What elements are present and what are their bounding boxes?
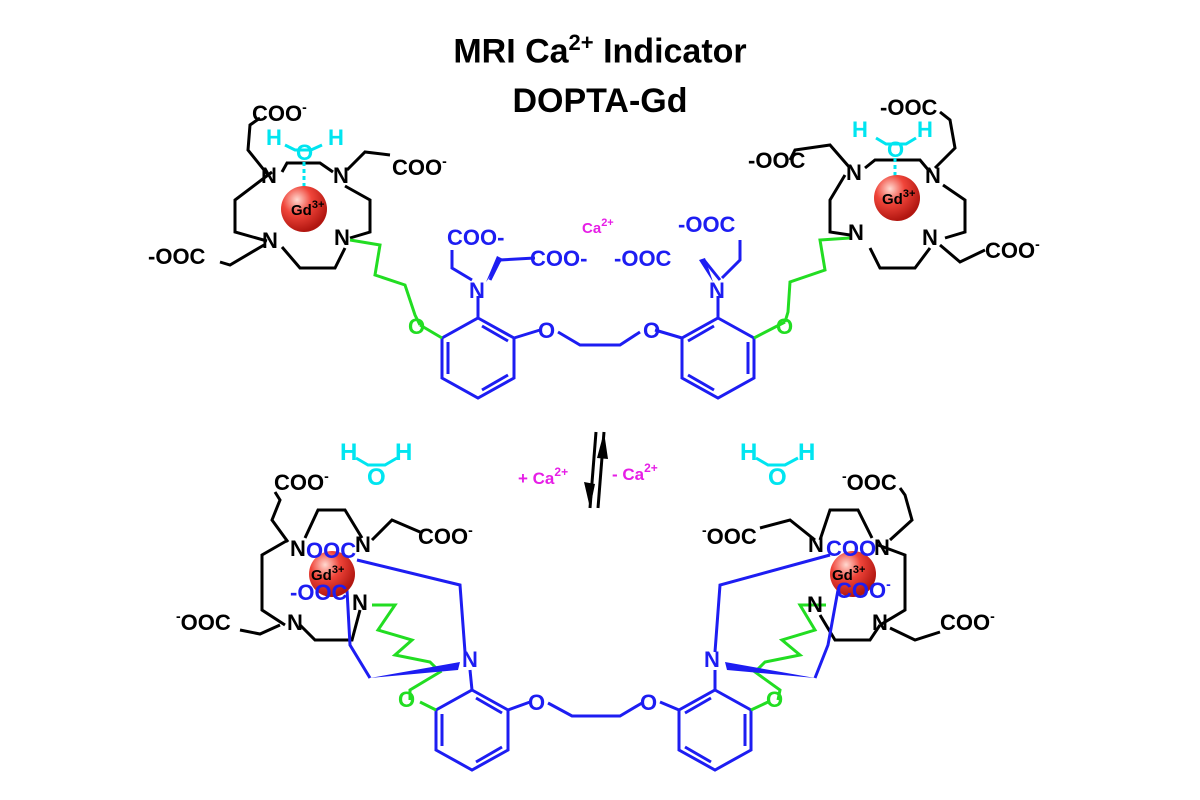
svg-text:N: N — [874, 535, 890, 560]
svg-text:O: O — [887, 137, 904, 162]
svg-text:H: H — [740, 439, 757, 466]
svg-text:N: N — [290, 536, 306, 561]
svg-text:N: N — [709, 278, 725, 303]
svg-text:N: N — [807, 592, 823, 617]
free-water-left: H O H — [340, 439, 412, 491]
svg-text:O: O — [367, 464, 386, 491]
svg-text:O: O — [768, 464, 787, 491]
svg-text:O: O — [528, 690, 545, 715]
svg-text:N: N — [469, 278, 485, 303]
svg-text:COO-: COO- — [447, 225, 504, 250]
top-right-dota-gd: Gd3+ N N N N O H H -OOC -OOC COO- — [748, 95, 1040, 323]
svg-text:N: N — [287, 610, 303, 635]
svg-text:COO-: COO- — [940, 608, 995, 635]
svg-text:H: H — [798, 439, 815, 466]
svg-text:N: N — [352, 590, 368, 615]
svg-text:N: N — [333, 163, 349, 188]
top-left-dota-gd: Gd3+ N N N N O H H COO- COO- -OOC — [148, 99, 447, 326]
equilibrium: + Ca2+ - Ca2+ H O H H O H — [340, 431, 815, 509]
gd-sphere-icon — [281, 186, 327, 232]
svg-text:COO-: COO- — [392, 153, 447, 180]
svg-text:H: H — [340, 439, 357, 466]
svg-text:-OOC: -OOC — [148, 244, 206, 269]
svg-text:H: H — [917, 117, 933, 142]
svg-text:-OOC: -OOC — [880, 95, 938, 120]
svg-text:O: O — [643, 318, 660, 343]
svg-text:N: N — [261, 163, 277, 188]
title-line-2: DOPTA-Gd — [512, 82, 688, 120]
top-structure: Gd3+ N N N N O H H COO- COO- -OOC — [148, 95, 1040, 400]
svg-text:N: N — [334, 225, 350, 250]
gd-sphere-icon — [309, 551, 355, 597]
svg-text:N: N — [846, 160, 862, 185]
svg-text:-OOC: -OOC — [290, 580, 348, 605]
top-bapta-core: N N O O O O COO- COO- -OOC -OOC Ca2+ — [408, 212, 793, 400]
svg-text:N: N — [704, 647, 720, 672]
svg-text:COO: COO — [826, 536, 876, 561]
free-water-right: H O H — [740, 439, 815, 491]
svg-text:N: N — [872, 610, 888, 635]
svg-text:O: O — [408, 314, 425, 339]
svg-text:COO-: COO- — [985, 236, 1040, 263]
svg-text:O: O — [640, 690, 657, 715]
svg-text:COO-: COO- — [274, 468, 329, 495]
svg-text:N: N — [848, 220, 864, 245]
svg-text:COO-: COO- — [252, 99, 307, 126]
svg-text:- Ca2+: - Ca2+ — [612, 461, 658, 484]
svg-text:COO-: COO- — [836, 576, 891, 603]
svg-text:N: N — [922, 225, 938, 250]
svg-text:O: O — [538, 318, 555, 343]
bottom-left-dota-gd: Gd3+ N N N N OOC -OOC COO- COO- -OOC — [176, 468, 473, 700]
svg-text:N: N — [462, 647, 478, 672]
svg-text:-OOC: -OOC — [678, 212, 736, 237]
svg-text:-OOC: -OOC — [176, 608, 231, 635]
svg-text:Gd3+: Gd3+ — [291, 199, 324, 219]
gd-sphere-icon — [874, 175, 920, 221]
svg-text:Gd3+: Gd3+ — [832, 564, 865, 584]
svg-text:+ Ca2+: + Ca2+ — [518, 465, 568, 488]
svg-text:Gd3+: Gd3+ — [882, 188, 915, 208]
svg-text:COO-: COO- — [418, 522, 473, 549]
svg-text:-OOC: -OOC — [702, 522, 757, 549]
svg-text:COO-: COO- — [530, 246, 587, 271]
svg-text:N: N — [262, 228, 278, 253]
svg-text:Ca2+: Ca2+ — [582, 217, 614, 237]
svg-text:H: H — [266, 125, 282, 150]
svg-text:N: N — [355, 532, 371, 557]
svg-text:N: N — [808, 532, 824, 557]
svg-text:-OOC: -OOC — [748, 148, 806, 173]
svg-text:O: O — [296, 140, 313, 165]
svg-text:H: H — [852, 117, 868, 142]
svg-text:-OOC: -OOC — [842, 468, 897, 495]
svg-text:N: N — [925, 163, 941, 188]
svg-text:O: O — [766, 687, 783, 712]
svg-text:Gd3+: Gd3+ — [311, 564, 344, 584]
svg-text:H: H — [328, 125, 344, 150]
bottom-right-dota-gd: Gd3+ N N N N COO COO- -OOC -OOC COO- — [702, 468, 995, 701]
svg-text:O: O — [398, 687, 415, 712]
svg-text:O: O — [776, 314, 793, 339]
title-line-1: MRI Ca2+ Indicator — [453, 30, 747, 71]
gd-sphere-icon — [830, 551, 876, 597]
svg-text:H: H — [395, 439, 412, 466]
svg-text:OOC: OOC — [306, 538, 356, 563]
equilibrium-arrow-icon — [584, 431, 608, 509]
bottom-bapta-core: N N O O O O — [398, 647, 783, 772]
svg-text:-OOC: -OOC — [614, 246, 672, 271]
bottom-structure: Gd3+ N N N N OOC -OOC COO- COO- -OOC — [176, 468, 995, 772]
